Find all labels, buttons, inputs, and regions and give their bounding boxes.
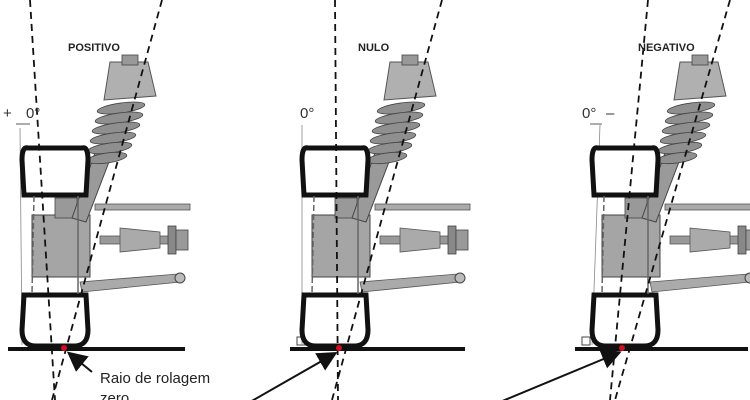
contact-point [61,345,67,351]
arrow-to-contact-2 [251,352,338,400]
annotation-line2: zero [100,390,129,400]
wheel-axis-line [334,0,339,400]
panel-title: POSITIVO [68,42,120,54]
strut-axis-line [614,0,731,400]
contact-point [336,345,342,351]
arrow-to-contact-3 [502,349,622,400]
right-angle-mark [581,336,591,346]
angle-label: 0° [582,105,596,122]
suspension-assembly [592,55,750,346]
wheel-axis-line [609,0,649,400]
arrow-to-contact-1 [66,351,93,373]
camber-sign: + [3,105,12,122]
angle-label: 0° [300,105,314,122]
panel-title: NULO [358,42,390,54]
wheel-axis-line [29,0,56,400]
angle-label: 0° [26,105,40,122]
strut-axis-line [51,0,163,400]
panel-title: NEGATIVO [638,42,695,54]
panel-negative: NEGATIVO 0° – [575,0,750,400]
panel-zero: NULO 0° [290,0,470,400]
contact-point [619,345,625,351]
strut-axis-line [331,0,443,400]
annotation-line1: Raio de rolagem [100,370,210,387]
camber-sign: – [606,105,615,122]
panel-positive: POSITIVO + 0° [3,0,190,400]
